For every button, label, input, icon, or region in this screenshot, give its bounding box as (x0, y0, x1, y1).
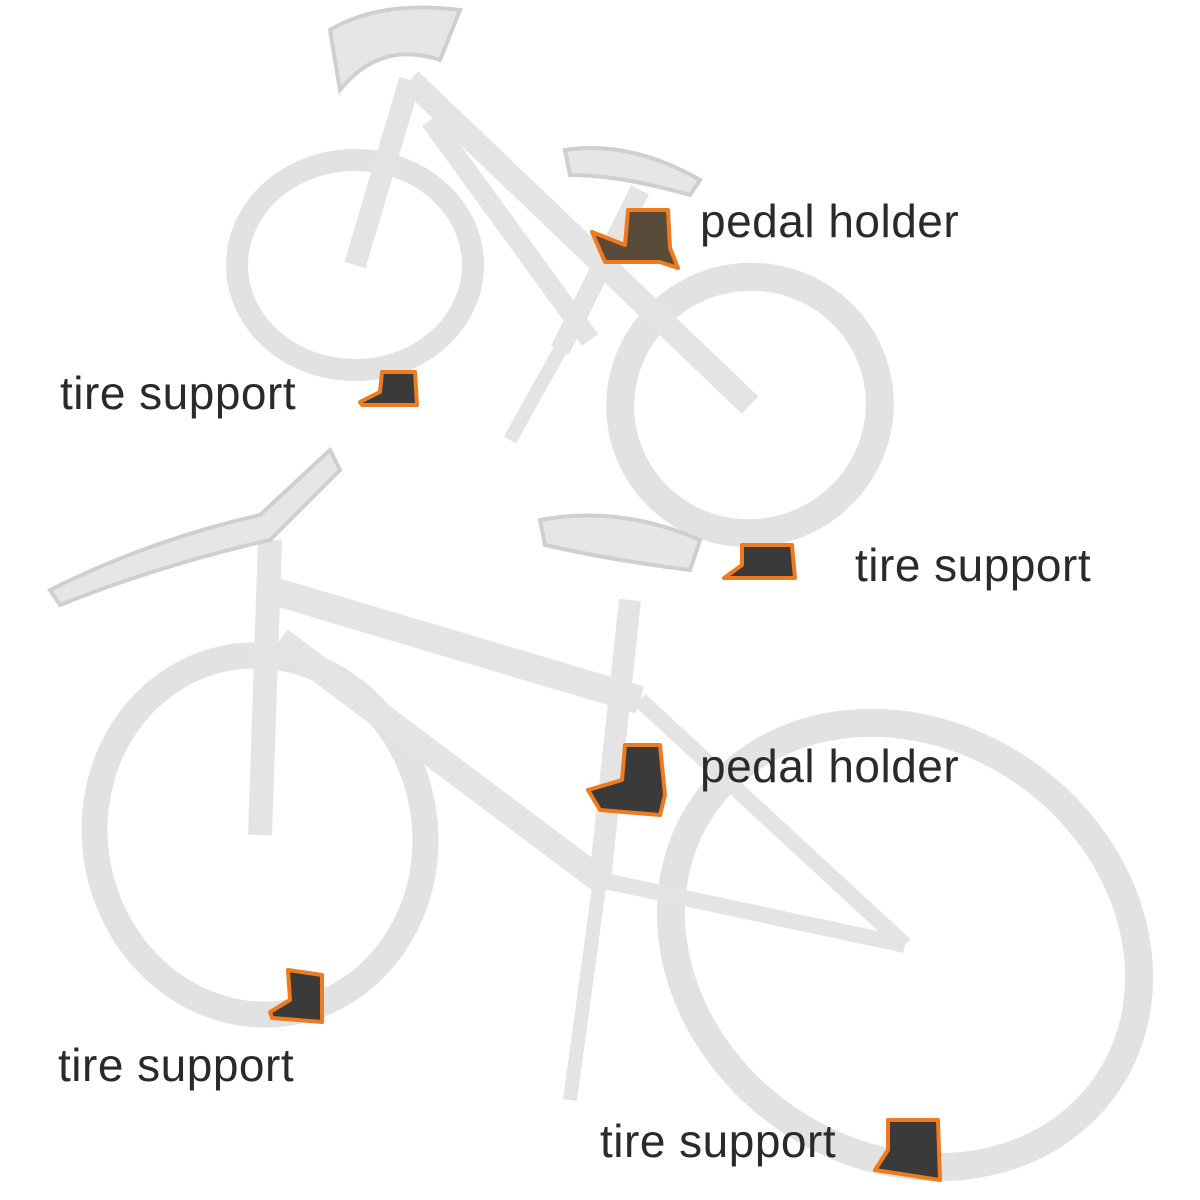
tire-support-bracket-top-right (722, 543, 797, 580)
tire-support-bracket-bottom-left (268, 968, 324, 1024)
top-bike-frame (401, 71, 759, 414)
bottom-bike-chain-stay (598, 872, 907, 953)
tire-support-bracket-top-left (358, 370, 419, 407)
top-bike-handlebar (327, 5, 463, 95)
pedal-holder-bracket-top (590, 208, 680, 270)
bottom-bike-fork (248, 539, 282, 836)
bottom-bike-saddle (537, 513, 703, 573)
pedal-holder-bracket-bottom (586, 743, 667, 817)
top-bike-crank (503, 346, 567, 444)
bottom-bike-rear-wheel (656, 708, 1154, 1182)
bottom-bike-handlebar (47, 446, 343, 608)
bottom-bike-down-tube (272, 629, 608, 891)
bottom-bike-seat-tube (589, 598, 641, 882)
bottom-bike-crank (563, 879, 607, 1101)
top-bike-fork (344, 76, 421, 269)
label-pedal-holder-top: pedal holder (700, 195, 960, 247)
top-bike-frame (421, 114, 599, 346)
bottom-bike-top-tube (266, 576, 644, 714)
bottom-bike-seat-stay (634, 694, 911, 951)
bottom-bike (47, 446, 1154, 1182)
label-pedal-holder-bottom: pedal holder (700, 740, 960, 792)
label-tire-support-top-right: tire support (855, 539, 1092, 591)
label-tire-support-bottom-right: tire support (600, 1115, 837, 1167)
top-bike-front-wheel (226, 149, 484, 381)
top-bike-saddle (562, 146, 703, 198)
tire-support-bracket-bottom-right (873, 1118, 942, 1182)
label-tire-support-top-left: tire support (60, 367, 297, 419)
label-tire-support-bottom-left: tire support (58, 1039, 295, 1091)
top-bike (226, 5, 894, 548)
top-bike-rear-wheel (606, 262, 894, 548)
brackets (268, 208, 942, 1182)
